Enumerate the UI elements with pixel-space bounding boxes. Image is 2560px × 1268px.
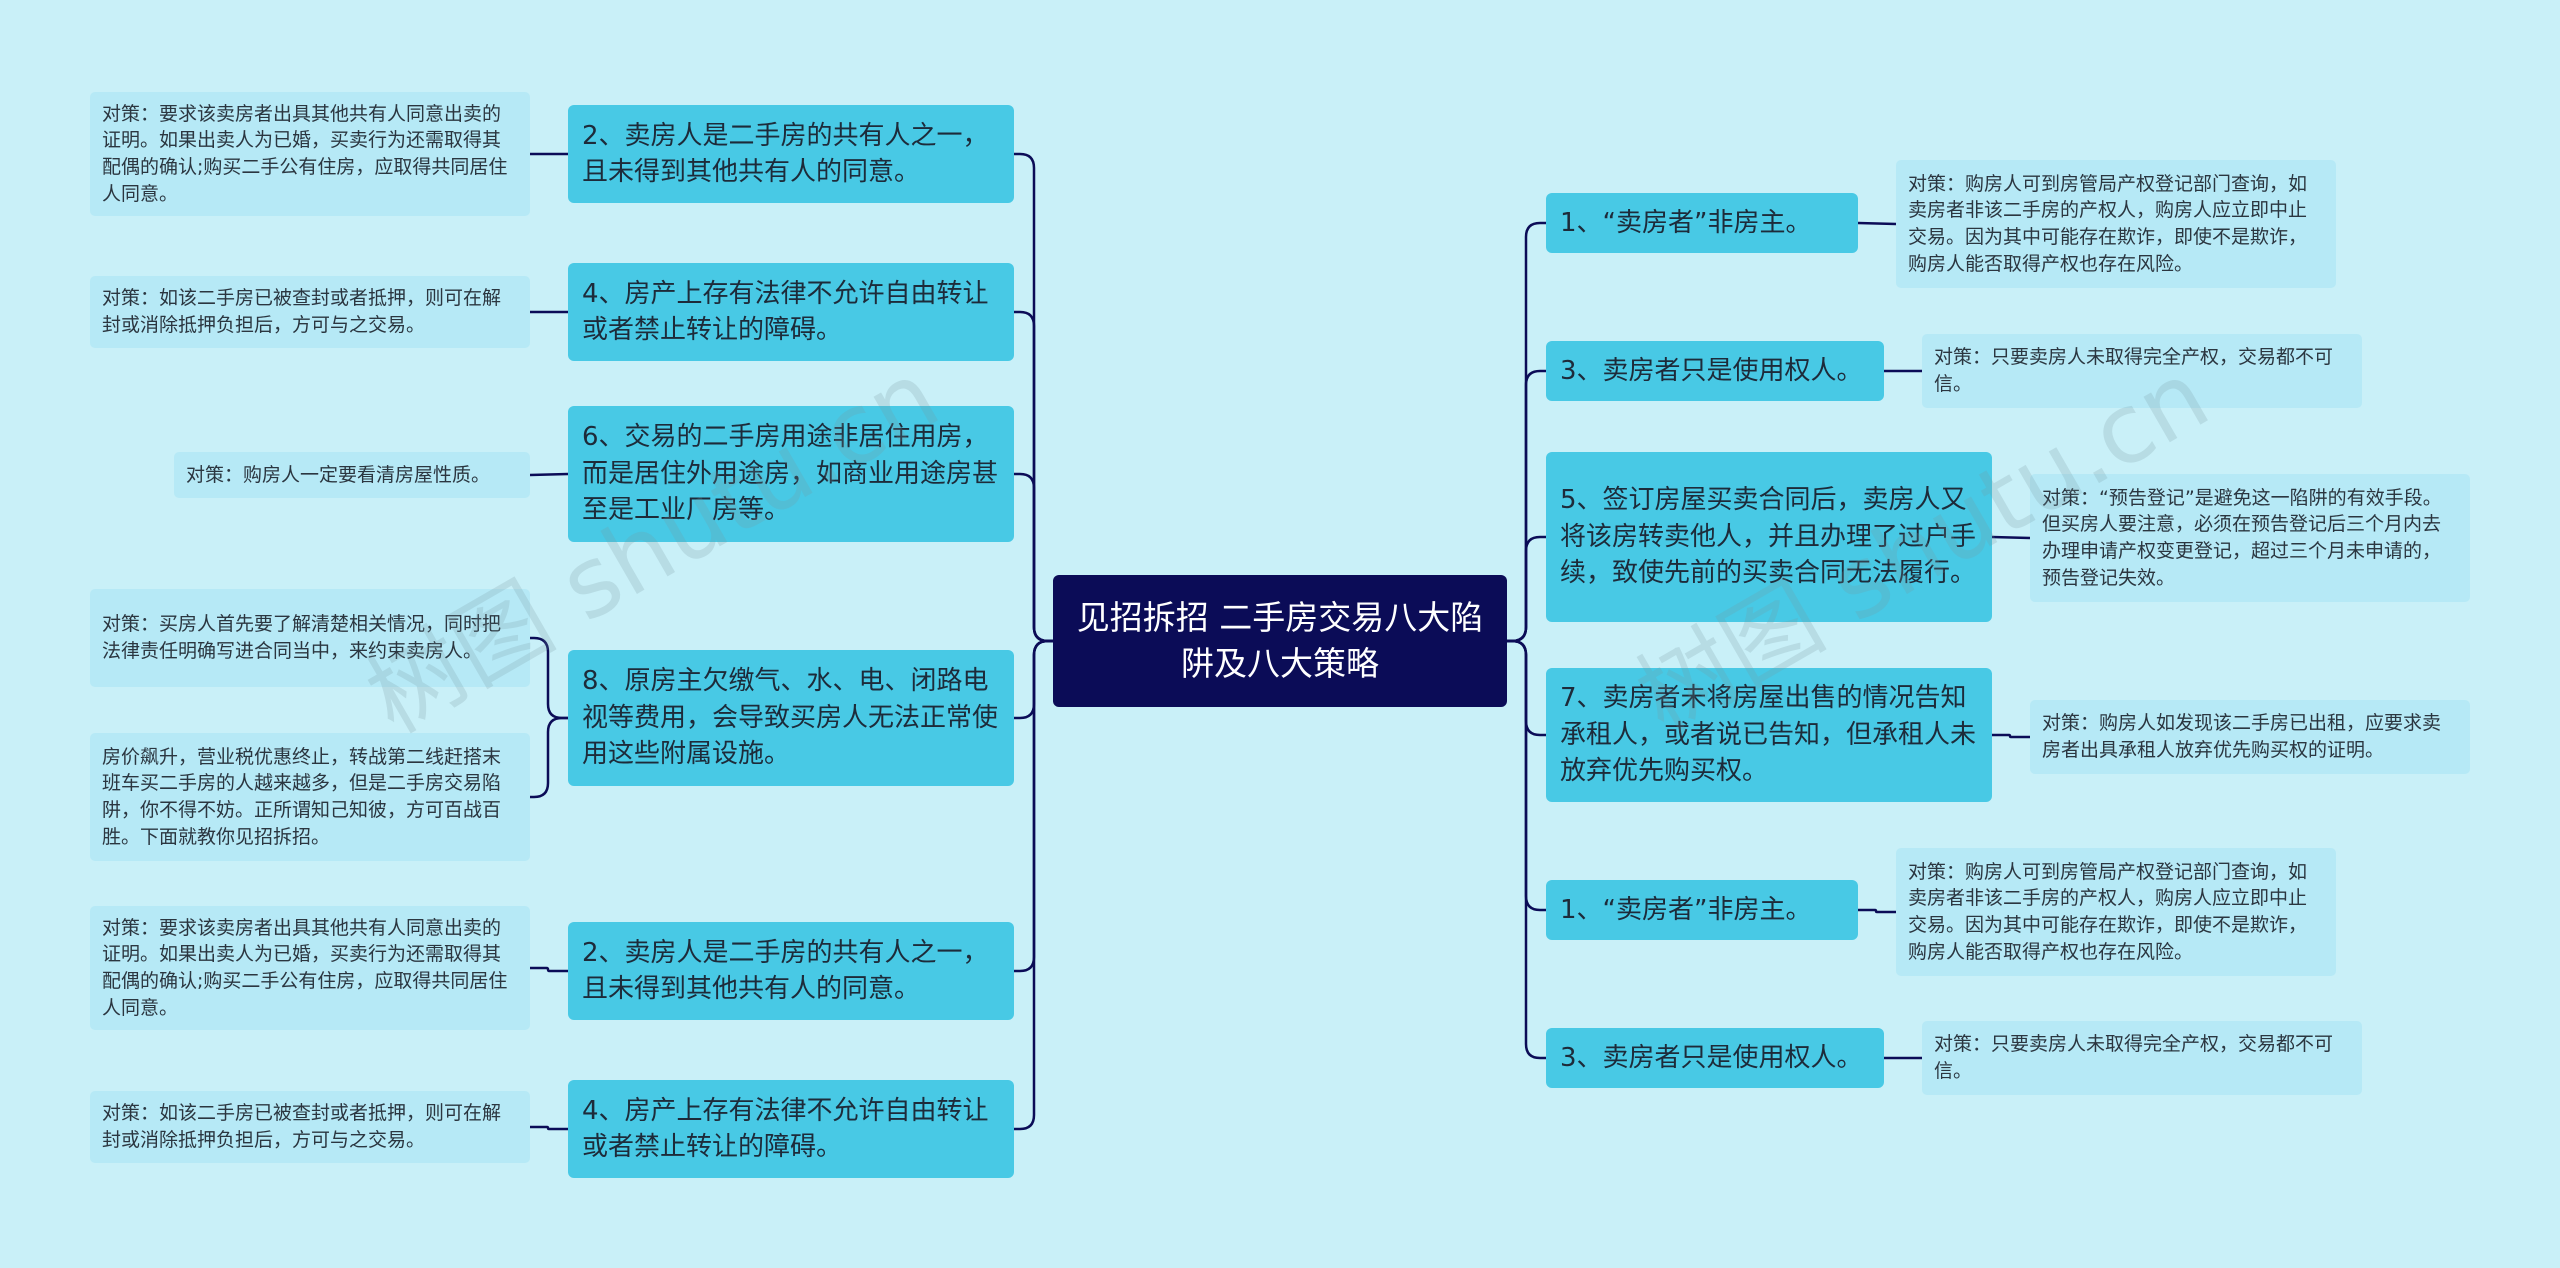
right-branch-topic[interactable]: 7、卖房者未将房屋出售的情况告知承租人，或者说已告知，但承租人未放弃优先购买权。 <box>1546 668 1992 802</box>
branch-to-leaf-line <box>529 472 569 477</box>
branch-to-leaf-line <box>530 636 568 720</box>
root-topic[interactable]: 见招拆招 二手房交易八大陷阱及八大策略 <box>1053 575 1507 707</box>
left-branch-topic[interactable]: 2、卖房人是二手房的共有人之一，且未得到其他共有人的同意。 <box>568 105 1014 203</box>
leaf-text: 对策：购房人一定要看清房屋性质。 <box>186 463 491 486</box>
branch-label: 7、卖房者未将房屋出售的情况告知承租人，或者说已告知，但承租人未放弃优先购买权。 <box>1560 683 1977 787</box>
right-leaf-note[interactable]: 对策：购房人如发现该二手房已出租，应要求卖房者出具承租人放弃优先购买权的证明。 <box>2030 700 2470 774</box>
leaf-text: 对策：购房人如发现该二手房已出租，应要求卖房者出具承租人放弃优先购买权的证明。 <box>2042 712 2442 761</box>
root-to-branch-line <box>1014 639 1053 1131</box>
left-branch-topic[interactable]: 8、原房主欠缴气、水、电、闭路电视等费用，会导致买房人无法正常使用这些附属设施。 <box>568 650 1014 786</box>
left-leaf-note[interactable]: 对策：购房人一定要看清房屋性质。 <box>174 452 530 498</box>
root-to-branch-line <box>1014 152 1053 643</box>
root-to-branch-line <box>1507 535 1546 643</box>
left-leaf-note[interactable]: 对策：要求该卖房者出具其他共有人同意出卖的证明。如果出卖人为已婚，买卖行为还需取… <box>90 92 530 216</box>
right-branch-topic[interactable]: 1、“卖房者”非房主。 <box>1546 193 1858 253</box>
leaf-text: 房价飙升，营业税优惠终止，转战第二线赶搭末班车买二手房的人越来越多，但是二手房交… <box>102 745 502 848</box>
root-to-branch-line <box>1507 639 1546 1060</box>
leaf-text: 对策：如该二手房已被查封或者抵押，则可在解封或消除抵押负担后，方可与之交易。 <box>102 1102 502 1151</box>
right-leaf-note[interactable]: 对策：只要卖房人未取得完全产权，交易都不可信。 <box>1922 334 2362 408</box>
root-to-branch-line <box>1507 221 1546 643</box>
leaf-text: 对策：购房人可到房管局产权登记部门查询，如卖房者非该二手房的产权人，购房人应立即… <box>1908 172 2308 275</box>
root-to-branch-line <box>1014 310 1053 643</box>
leaf-text: 对策：只要卖房人未取得完全产权，交易都不可信。 <box>1934 1033 2334 1082</box>
root-to-branch-line <box>1014 639 1053 720</box>
branch-to-leaf-line <box>530 1125 568 1131</box>
right-leaf-note[interactable]: 对策：购房人可到房管局产权登记部门查询，如卖房者非该二手房的产权人，购房人应立即… <box>1896 160 2336 288</box>
branch-to-leaf-line <box>530 716 568 799</box>
branch-label: 8、原房主欠缴气、水、电、闭路电视等费用，会导致买房人无法正常使用这些附属设施。 <box>582 666 999 770</box>
branch-label: 1、“卖房者”非房主。 <box>1560 894 1812 925</box>
root-to-branch-line <box>1507 369 1546 643</box>
root-topic-label: 见招拆招 二手房交易八大陷阱及八大策略 <box>1076 597 1484 683</box>
left-leaf-note[interactable]: 对策：要求该卖房者出具其他共有人同意出卖的证明。如果出卖人为已婚，买卖行为还需取… <box>90 906 530 1030</box>
leaf-text: 对策：购房人可到房管局产权登记部门查询，如卖房者非该二手房的产权人，购房人应立即… <box>1908 860 2308 963</box>
leaf-text: 对策：买房人首先要了解清楚相关情况，同时把法律责任明确写进合同当中，来约束卖房人… <box>102 613 502 662</box>
root-to-branch-line <box>1507 639 1546 912</box>
left-leaf-note[interactable]: 对策：如该二手房已被查封或者抵押，则可在解封或消除抵押负担后，方可与之交易。 <box>90 276 530 348</box>
right-branch-topic[interactable]: 5、签订房屋买卖合同后，卖房人又将该房转卖他人，并且办理了过户手续，致使先前的买… <box>1546 452 1992 622</box>
branch-label: 6、交易的二手房用途非居住用房，而是居住外用途房，如商业用途房甚至是工业厂房等。 <box>582 422 999 526</box>
left-branch-topic[interactable]: 6、交易的二手房用途非居住用房，而是居住外用途房，如商业用途房甚至是工业厂房等。 <box>568 406 1014 542</box>
branch-label: 3、卖房者只是使用权人。 <box>1560 355 1863 386</box>
branch-label: 1、“卖房者”非房主。 <box>1560 207 1812 238</box>
branch-to-leaf-line <box>1991 535 2031 540</box>
right-leaf-note[interactable]: 对策：只要卖房人未取得完全产权，交易都不可信。 <box>1922 1021 2362 1095</box>
right-leaf-note[interactable]: 对策：购房人可到房管局产权登记部门查询，如卖房者非该二手房的产权人，购房人应立即… <box>1896 848 2336 976</box>
root-to-branch-line <box>1507 639 1546 737</box>
branch-to-leaf-line <box>530 966 568 973</box>
branch-label: 2、卖房人是二手房的共有人之一，且未得到其他共有人的同意。 <box>582 120 989 187</box>
right-branch-topic[interactable]: 3、卖房者只是使用权人。 <box>1546 1028 1884 1088</box>
leaf-text: 对策：要求该卖房者出具其他共有人同意出卖的证明。如果出卖人为已婚，买卖行为还需取… <box>102 916 508 1019</box>
left-branch-topic[interactable]: 2、卖房人是二手房的共有人之一，且未得到其他共有人的同意。 <box>568 922 1014 1020</box>
left-leaf-note[interactable]: 对策：如该二手房已被查封或者抵押，则可在解封或消除抵押负担后，方可与之交易。 <box>90 1091 530 1163</box>
right-branch-topic[interactable]: 1、“卖房者”非房主。 <box>1546 880 1858 940</box>
left-leaf-note[interactable]: 对策：买房人首先要了解清楚相关情况，同时把法律责任明确写进合同当中，来约束卖房人… <box>90 589 530 687</box>
left-branch-topic[interactable]: 4、房产上存有法律不允许自由转让或者禁止转让的障碍。 <box>568 263 1014 361</box>
leaf-text: 对策：如该二手房已被查封或者抵押，则可在解封或消除抵押负担后，方可与之交易。 <box>102 287 502 336</box>
leaf-text: 对策：要求该卖房者出具其他共有人同意出卖的证明。如果出卖人为已婚，买卖行为还需取… <box>102 102 508 205</box>
branch-label: 2、卖房人是二手房的共有人之一，且未得到其他共有人的同意。 <box>582 937 989 1004</box>
leaf-text: 对策：只要卖房人未取得完全产权，交易都不可信。 <box>1934 346 2334 395</box>
branch-to-leaf-line <box>1858 908 1896 914</box>
branch-label: 3、卖房者只是使用权人。 <box>1560 1042 1863 1073</box>
branch-label: 4、房产上存有法律不允许自由转让或者禁止转让的障碍。 <box>582 1095 989 1162</box>
root-to-branch-line <box>1014 472 1053 643</box>
left-leaf-note[interactable]: 房价飙升，营业税优惠终止，转战第二线赶搭末班车买二手房的人越来越多，但是二手房交… <box>90 733 530 861</box>
right-branch-topic[interactable]: 3、卖房者只是使用权人。 <box>1546 341 1884 401</box>
branch-to-leaf-line <box>1992 733 2030 739</box>
root-to-branch-line <box>1014 639 1053 973</box>
branch-label: 4、房产上存有法律不允许自由转让或者禁止转让的障碍。 <box>582 278 989 345</box>
branch-label: 5、签订房屋买卖合同后，卖房人又将该房转卖他人，并且办理了过户手续，致使先前的买… <box>1560 485 1977 589</box>
leaf-text: 对策：“预告登记”是避免这一陷阱的有效手段。但买房人要注意，必须在预告登记后三个… <box>2042 486 2442 589</box>
branch-to-leaf-line <box>1857 221 1897 226</box>
right-leaf-note[interactable]: 对策：“预告登记”是避免这一陷阱的有效手段。但买房人要注意，必须在预告登记后三个… <box>2030 474 2470 602</box>
left-branch-topic[interactable]: 4、房产上存有法律不允许自由转让或者禁止转让的障碍。 <box>568 1080 1014 1178</box>
